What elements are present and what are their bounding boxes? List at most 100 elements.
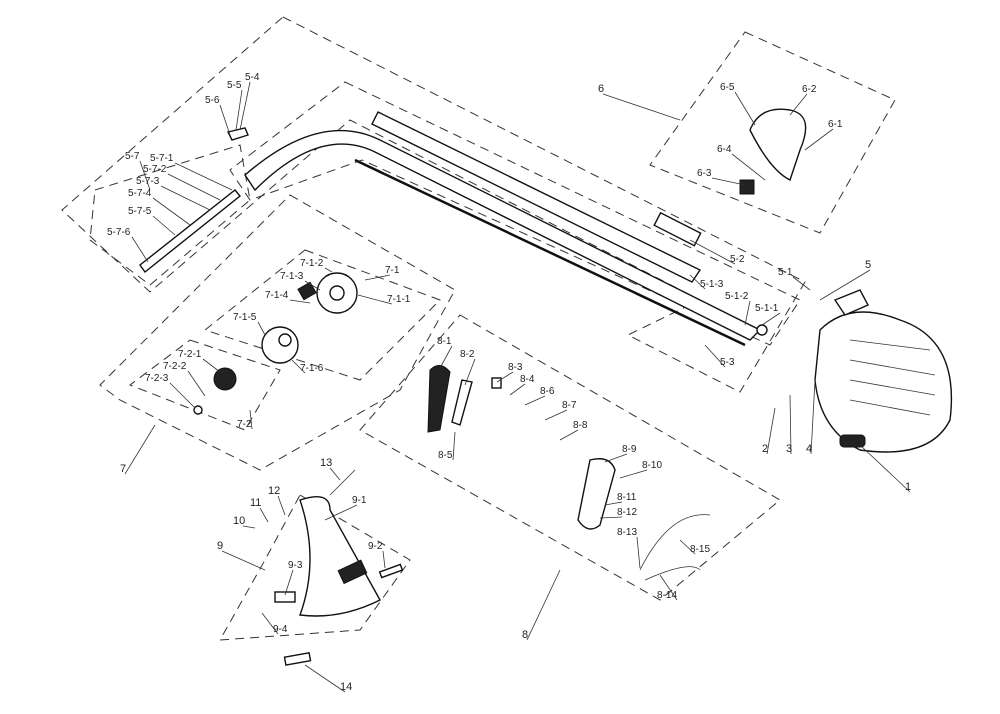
part-label: 7-2 [237,419,252,430]
leader-line [810,379,816,455]
drive-shaft-assembly [139,189,241,274]
leader-line [679,539,696,555]
part-label: 1 [905,481,911,493]
guard [274,469,404,666]
part-label: 5-7-3 [136,176,160,187]
part-label: 8-7 [562,400,577,411]
leader-line [792,276,811,291]
leader-line [219,104,231,136]
leader-line [544,409,568,421]
leader-line [599,516,623,519]
part-label: 4 [806,443,812,455]
leader-line [152,197,191,226]
parts [139,108,953,666]
leader-line [139,160,151,191]
part-label: 7-1-6 [300,363,324,374]
part-label: 9-1 [352,495,367,506]
group-7-1-boundary [203,249,441,381]
part-label: 8-3 [508,362,523,373]
leader-line [160,185,211,211]
part-label: 8-9 [622,444,637,455]
leader-line [291,359,306,374]
leader-line [289,299,311,304]
group-5-7-boundary [89,144,251,286]
leader-line [152,215,176,236]
leader-line [509,383,526,396]
leader-line [235,89,243,131]
part-label: 5-1-3 [700,279,724,290]
part-label: 5-7-6 [107,227,131,238]
trimmer-head [193,272,358,415]
part-label: 5-7-2 [143,164,167,175]
leader-line [284,569,294,596]
shaft-outer-tube [371,111,702,283]
part-label: 9-3 [288,560,303,571]
group-9-boundary [219,494,411,641]
handle-knob [739,179,755,195]
part-label: 5-5 [227,80,242,91]
part-label: 5 [865,259,871,271]
part-label: 5-7 [125,151,140,162]
group-7-2-boundary [128,339,281,431]
part-label: 7-2-3 [145,373,169,384]
leader-line [242,525,256,529]
part-label: 5-2 [730,254,745,265]
part-label: 5-4 [245,72,260,83]
leader-line [364,274,391,281]
part-label: 8-13 [617,527,637,538]
leader-line [167,173,221,201]
leader-line [804,128,834,151]
leader-line [859,444,911,493]
leader-line [187,370,206,397]
leader-line [329,467,341,481]
leader-line [174,162,233,191]
part-label: 5-1-1 [755,303,779,314]
group-7-boundary [99,194,456,471]
part-label: 7-1-3 [280,271,304,282]
leader-line [711,177,746,186]
part-label: 7-1 [385,265,400,276]
leader-line [131,236,149,263]
part-label: 8-15 [690,544,710,555]
part-label: 8-8 [573,420,588,431]
leader-line [259,507,269,523]
leader-line [357,294,393,305]
leader-line [526,569,561,641]
drive-cable [354,158,746,347]
part-label: 9-2 [368,541,383,552]
part-label: 7-2-1 [178,349,202,360]
leader-line [221,550,266,571]
part-label: 8-10 [642,460,662,471]
part-label: 12 [268,485,280,497]
part-label: 8 [522,629,528,641]
leader-line [257,321,266,336]
leader-line [277,495,286,516]
part-label: 11 [250,497,261,509]
pipe-clamp [226,127,249,141]
part-label: 8-2 [460,349,475,360]
part-label: 7 [120,463,126,475]
group-6-boundary [649,31,896,234]
part-label: 8-1 [437,336,452,347]
part-label: 7-1-5 [233,312,257,323]
leader-line [659,574,678,601]
part-label: 6-2 [802,84,817,95]
part-label: 6-1 [828,119,843,130]
part-label: 6-3 [697,168,712,179]
leader-line [169,382,196,409]
part-label: 2 [762,443,768,455]
leader-line [604,501,623,506]
part-label: 5-6 [205,95,220,106]
leader-line [304,280,321,291]
leader-line [202,358,221,373]
part-label: 6 [598,83,604,95]
group-5-inner-boundary [229,81,801,346]
part-label: 7-2-2 [163,361,187,372]
leader-line [819,269,871,301]
part-label: 9-4 [273,624,288,635]
part-label: 3 [786,443,792,455]
part-label: 5-3 [720,357,735,368]
shaft-bent-tube [244,129,762,341]
part-label: 7-1-1 [387,294,411,305]
